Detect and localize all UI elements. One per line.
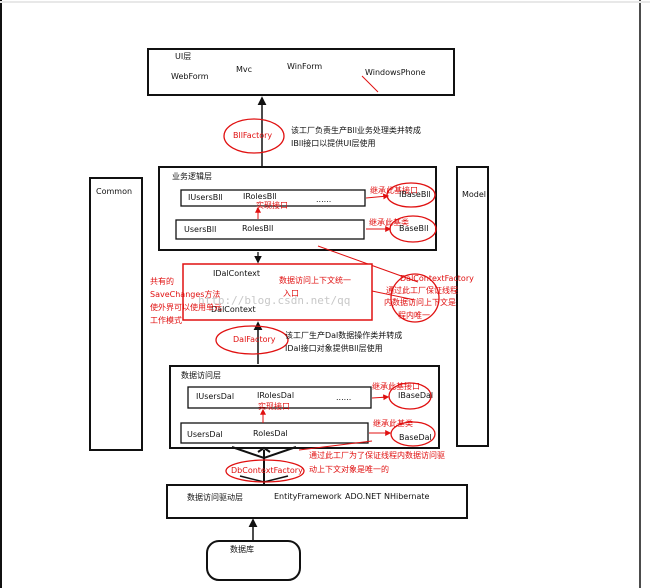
ui-layer-title: UI层 <box>175 52 192 61</box>
roles-bll-label: RolesBll <box>242 224 274 233</box>
common-box <box>89 177 143 451</box>
bll-factory-note-1: 该工厂负责生产Bll业务处理类并转成 <box>291 126 421 135</box>
ibase-bll-label: IBaseBll <box>399 190 431 199</box>
bll-impl-note: 实现接口 <box>256 201 288 210</box>
common-label: Common <box>96 187 133 196</box>
bll-layer-title: 业务逻辑层 <box>172 172 212 181</box>
dal-dots: ...... <box>336 393 352 402</box>
iroles-bll-label: IRolesBll <box>243 192 277 201</box>
bll-factory-note-2: IBll接口以提供UI层使用 <box>291 139 376 148</box>
dbcontext-factory-ellipse <box>225 459 305 483</box>
dal-interface-row <box>187 386 372 409</box>
dal-impl-note: 实现接口 <box>258 402 290 411</box>
dbcontext-factory-note-2: 动上下文对象是唯一的 <box>309 465 389 474</box>
dal-context-box <box>182 263 373 321</box>
users-dal-label: UsersDal <box>187 430 223 439</box>
ibase-dal-label: IBaseDal <box>398 391 434 400</box>
shared-note-2: SaveChanges方法 <box>150 290 221 299</box>
dal-inherit-interface-arrow <box>371 394 390 401</box>
model-label: Model <box>462 190 487 199</box>
users-bll-label: UsersBll <box>184 225 217 234</box>
bll-inherit-interface-arrow <box>365 193 390 200</box>
dal-factory-label: DalFactory <box>233 335 276 344</box>
shared-note-3: 使外界可以使用单元 <box>150 303 222 312</box>
ui-mvc-label: Mvc <box>236 65 253 74</box>
dal-arrowheads <box>231 446 297 460</box>
driver-ado-label: ADO.NET <box>345 492 382 501</box>
shared-note-1: 共有的 <box>150 277 174 286</box>
bll-dots: ...... <box>316 195 332 204</box>
dal-impl-row <box>180 422 369 444</box>
ui-winform-label: WinForm <box>287 62 323 71</box>
bll-impl-row <box>175 219 365 240</box>
watermark-text: http://blog.csdn.net/qq <box>198 294 351 307</box>
dbcontext-to-base-line <box>298 440 373 451</box>
ui-webform-label: WebForm <box>171 72 209 81</box>
database-box <box>206 540 301 581</box>
ui-red-mark <box>361 75 379 93</box>
dal-context-factory-label: DalContextFactory <box>400 274 474 283</box>
dal-context-note-2: 入口 <box>283 289 299 298</box>
bll-interface-row <box>180 189 366 207</box>
dal-context-factory-note-1: 通过此工厂保证线程 <box>386 286 458 295</box>
shared-note-4: 工作模式 <box>150 316 182 325</box>
context-to-factory-line <box>371 290 416 301</box>
dal-layer-title: 数据访问层 <box>181 371 221 380</box>
dal-inherit-interface-note: 继承此基接口 <box>372 382 420 391</box>
ui-windowsphone-label: WindowsPhone <box>365 68 426 77</box>
dal-inherit-base-note: 继承此基类 <box>373 419 413 428</box>
base-bll-label: BaseBll <box>399 224 429 233</box>
dal-factory-note-1: 该工厂生产Dal数据操作类并转成 <box>285 331 403 340</box>
iroles-dal-label: IRolesDal <box>257 391 295 400</box>
dal-context-factory-circle <box>390 273 440 323</box>
driver-layer-box <box>166 484 468 519</box>
driver-nhibernate-label: NHibernate <box>384 492 430 501</box>
dal-context-factory-note-2: 内数据访问上下文是 <box>384 298 456 307</box>
iusers-bll-label: IUsersBll <box>188 193 223 202</box>
iusers-dal-label: IUsersDal <box>196 392 235 401</box>
bll-inherit-base-note: 继承此基类 <box>369 218 409 227</box>
dbcontext-factory-note-1: 通过此工厂为了保证线程内数据访问驱 <box>309 451 445 460</box>
dbcontext-factory-label: DbContextFactory <box>231 466 303 475</box>
dal-factory-ellipse <box>215 325 289 355</box>
database-label: 数据库 <box>230 545 254 554</box>
ui-layer-box <box>147 48 455 96</box>
bll-factory-label: BllFactory <box>233 131 273 140</box>
driver-layer-title: 数据访问驱动层 <box>187 493 243 502</box>
model-box <box>456 166 489 447</box>
dal-factory-note-2: IDal接口对象提供Bll层使用 <box>285 344 383 353</box>
roles-dal-label: RolesDal <box>253 429 288 438</box>
dal-context-note-1: 数据访问上下文统一 <box>279 276 351 285</box>
idal-context-label: IDalContext <box>213 269 260 278</box>
bll-inherit-interface-note: 继承此基接口 <box>370 186 418 195</box>
base-dal-label: BaseDal <box>399 433 432 442</box>
dal-context-label: DalContext <box>211 305 256 314</box>
dal-context-factory-note-3: 程内唯一 <box>398 311 430 320</box>
bll-factory-ellipse <box>223 118 285 154</box>
driver-ef-label: EntityFramework <box>274 492 342 501</box>
